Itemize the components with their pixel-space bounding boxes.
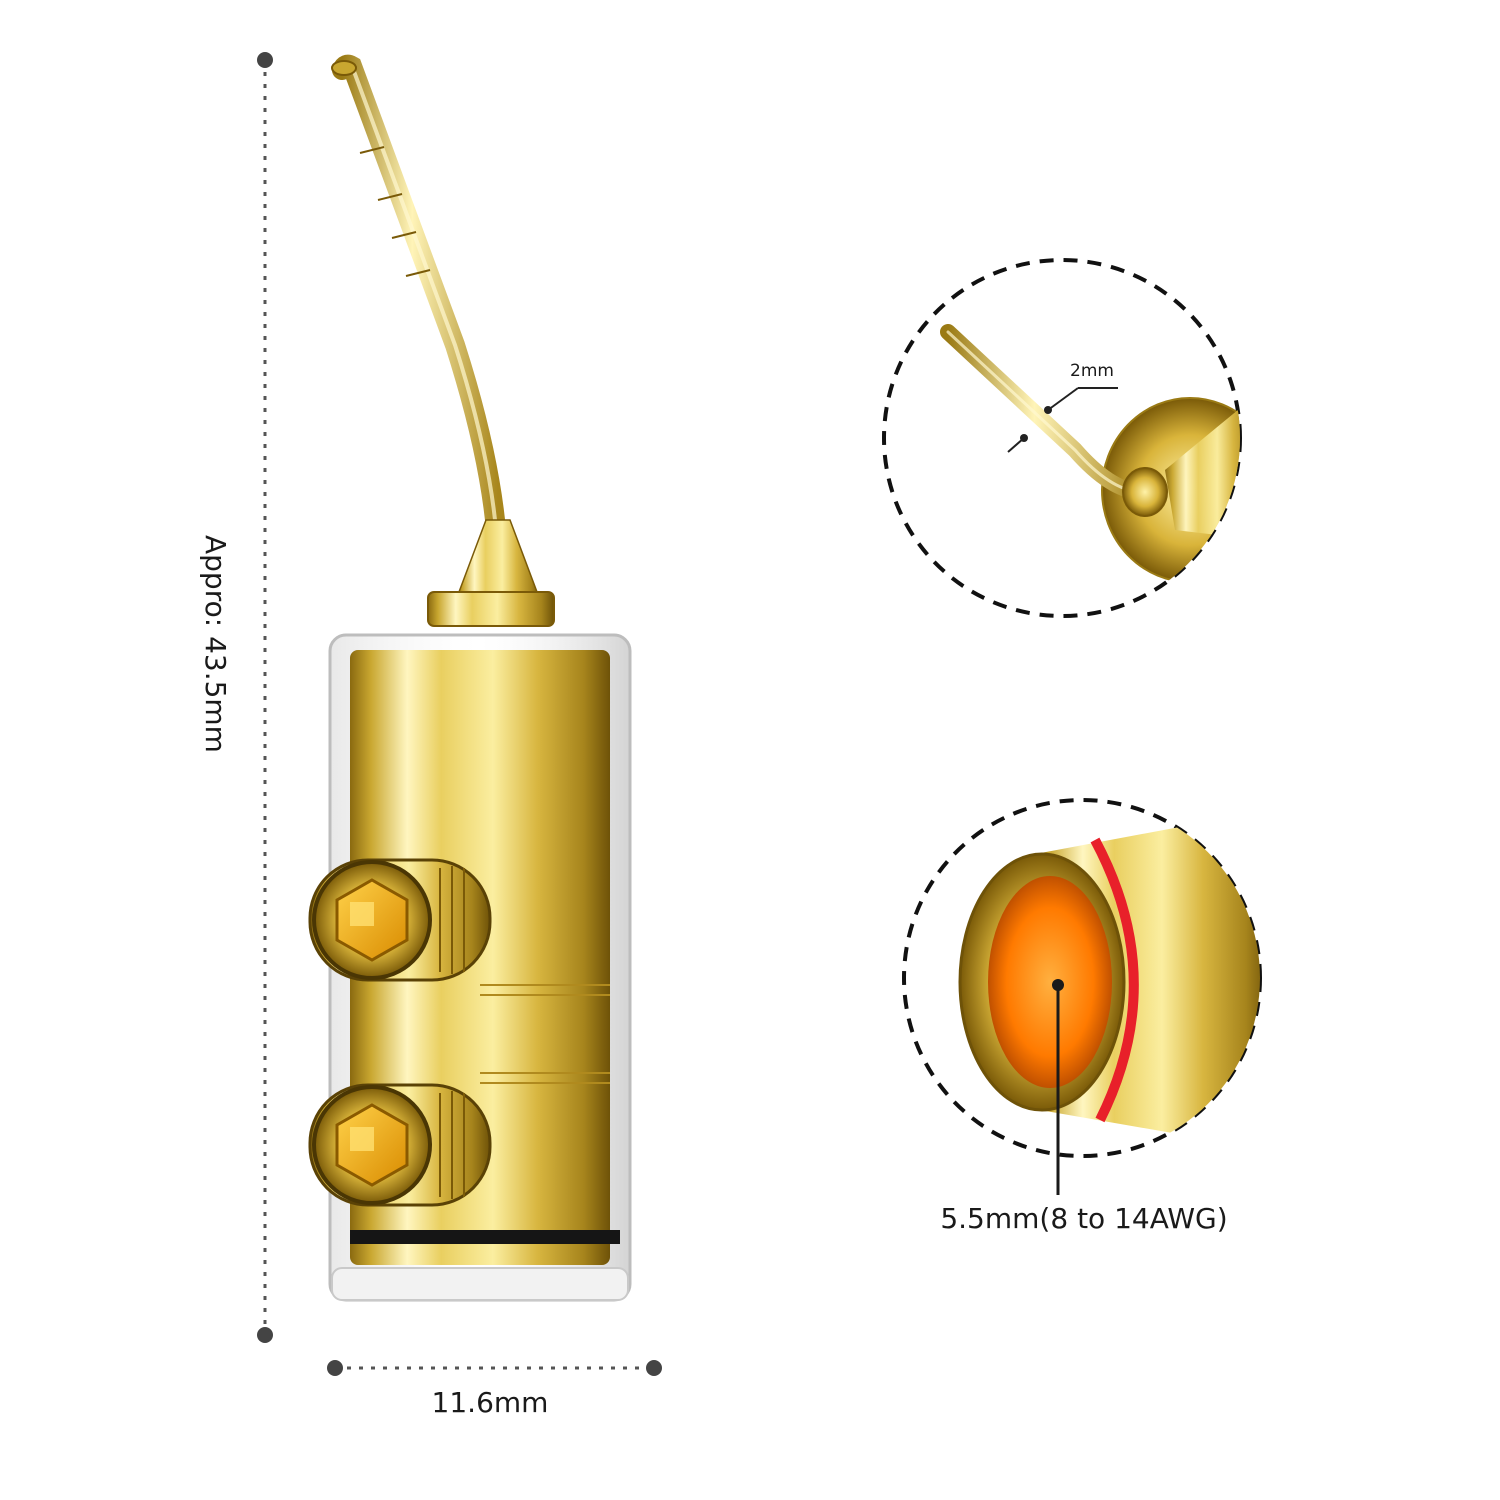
set-screw-bottom: [308, 1083, 492, 1207]
height-dimension: Appro: 43.5mm: [199, 52, 273, 1343]
height-label: Appro: 43.5mm: [199, 535, 232, 753]
width-label: 11.6mm: [432, 1386, 549, 1419]
pin-detail-zoom: 2mm: [882, 258, 1242, 618]
black-ring: [350, 1230, 620, 1244]
pin-tip: [331, 60, 357, 76]
cylinder-grooves: [480, 984, 610, 1084]
sleeve-bottom: [331, 1267, 629, 1301]
width-dimension-right-dot: [646, 1360, 662, 1376]
width-dimension-left-dot: [327, 1360, 343, 1376]
pin-plug-body: [308, 54, 632, 1302]
pin-grooves: [359, 146, 431, 277]
height-dimension-top-dot: [257, 52, 273, 68]
red-ring: [1090, 837, 1139, 1123]
cone-neck: [454, 519, 542, 601]
width-dimension: 11.6mm: [327, 1360, 662, 1419]
pin-diameter-label: 2mm: [1070, 361, 1114, 381]
bent-pin: [332, 54, 508, 570]
set-screw-top: [308, 858, 492, 982]
wire-hole-zoom: 5.5mm(8 to 14AWG): [902, 798, 1262, 1235]
collar: [427, 591, 555, 627]
height-dimension-bottom-dot: [257, 1327, 273, 1343]
hole-diameter-label: 5.5mm(8 to 14AWG): [940, 1202, 1227, 1235]
wire-hole: [988, 876, 1112, 1088]
pin-dim-leader: [1047, 387, 1079, 411]
